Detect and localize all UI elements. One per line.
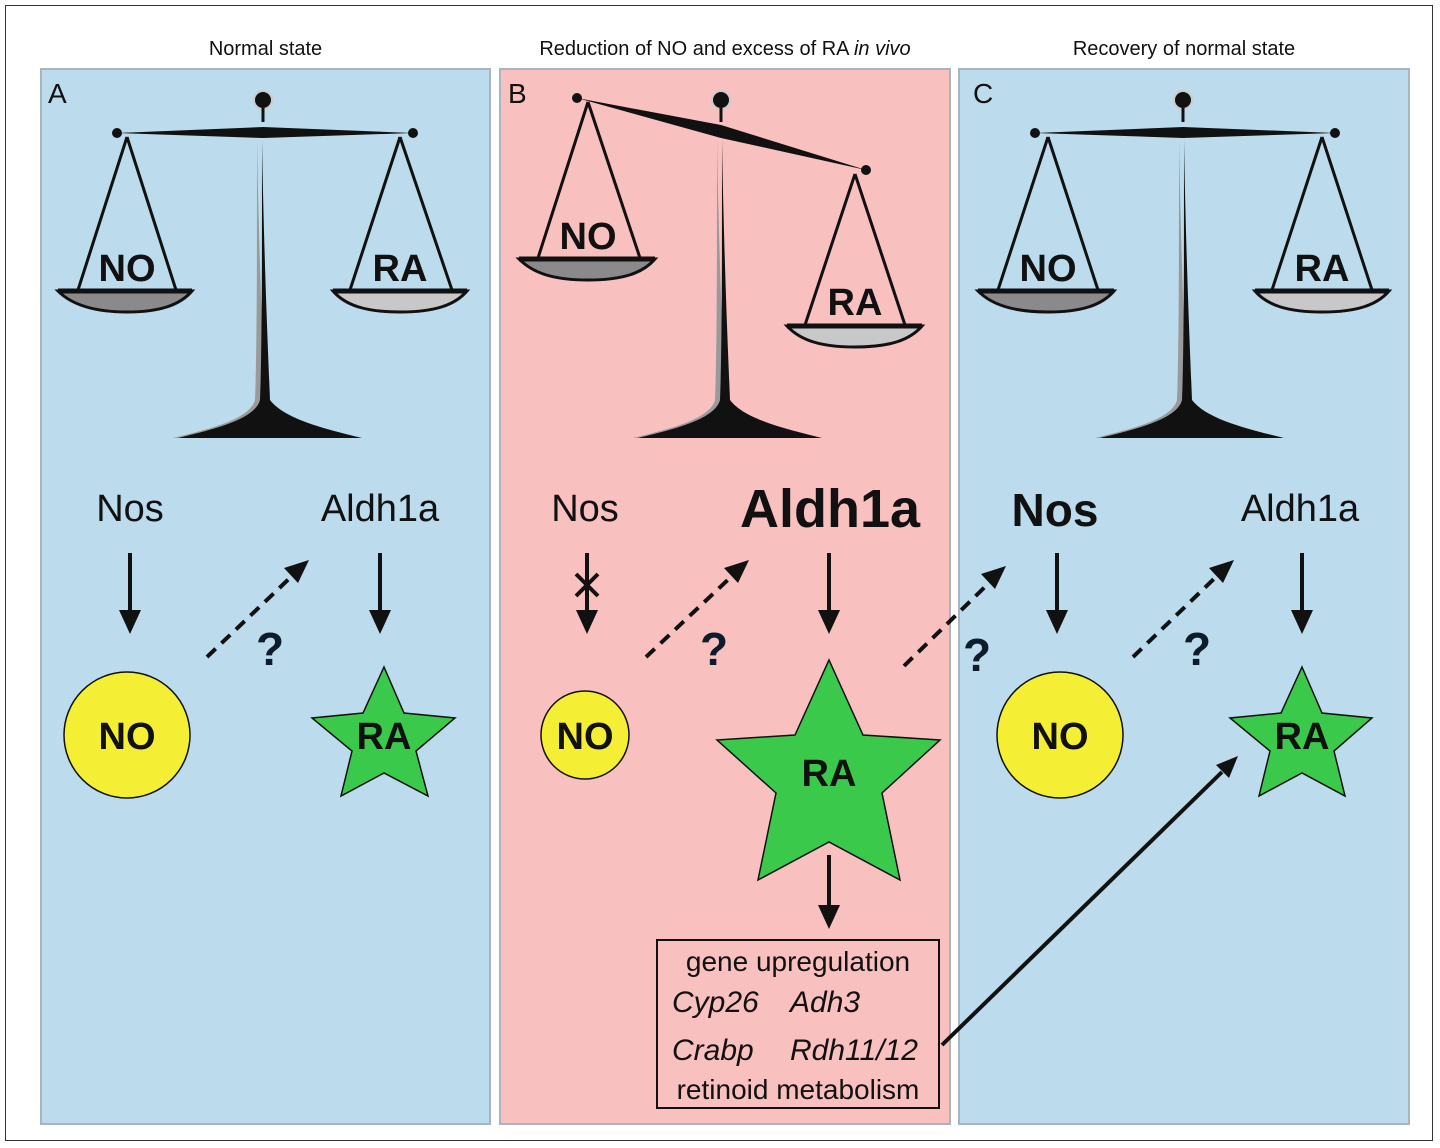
- panel-letter-c: C: [973, 78, 994, 109]
- panel-c: [958, 68, 1410, 1125]
- molecule-ra-c: RA: [1274, 716, 1330, 758]
- pan-label-ra-c: RA: [1294, 248, 1350, 290]
- pan-label-no-a: NO: [98, 248, 156, 290]
- gene-cyp26: Cyp26: [672, 986, 759, 1019]
- panel-letter-b: B: [508, 78, 527, 109]
- pan-label-no-c: NO: [1019, 248, 1077, 290]
- gene-nos-b: Nos: [551, 488, 619, 530]
- pan-label-ra-b: RA: [827, 282, 883, 324]
- molecule-no-b: NO: [556, 716, 614, 758]
- gene-nos-c-upregulated: Nos: [1011, 484, 1099, 536]
- gene-aldh1a-c: Aldh1a: [1240, 488, 1360, 530]
- question-mark-a: ?: [256, 623, 285, 675]
- panel-letter-a: A: [48, 78, 67, 109]
- gene-box-footer: retinoid metabolism: [676, 1074, 920, 1105]
- gene-crabp: Crabp: [672, 1034, 754, 1067]
- molecule-no-a: NO: [98, 716, 156, 758]
- question-mark-b-right: ?: [963, 629, 992, 681]
- title-recovery: Recovery of normal state: [1072, 38, 1296, 60]
- panel-a: [40, 68, 491, 1125]
- gene-nos-a: Nos: [96, 488, 164, 530]
- gene-aldh1a-a: Aldh1a: [320, 488, 440, 530]
- title-reduction-in-vivo: in vivo: [853, 38, 911, 60]
- molecule-ra-b: RA: [801, 753, 857, 795]
- gene-aldh1a-b-upregulated: Aldh1a: [739, 479, 921, 539]
- title-reduction-text: Reduction of NO and excess of RA: [539, 38, 849, 60]
- gene-adh3: Adh3: [790, 986, 861, 1019]
- title-reduction: Reduction of NO and excess of RA in vivo: [470, 38, 980, 64]
- gene-box-heading: gene upregulation: [685, 946, 911, 977]
- gene-rdh11-12: Rdh11/12: [790, 1034, 918, 1067]
- pan-label-ra-a: RA: [372, 248, 428, 290]
- pan-label-no-b: NO: [559, 216, 617, 258]
- question-mark-c: ?: [1183, 623, 1212, 675]
- question-mark-b-left: ?: [700, 623, 729, 675]
- title-normal-state: Normal state: [208, 38, 323, 60]
- molecule-ra-a: RA: [356, 716, 412, 758]
- molecule-no-c: NO: [1031, 716, 1089, 758]
- figure-frame: [5, 5, 1433, 1141]
